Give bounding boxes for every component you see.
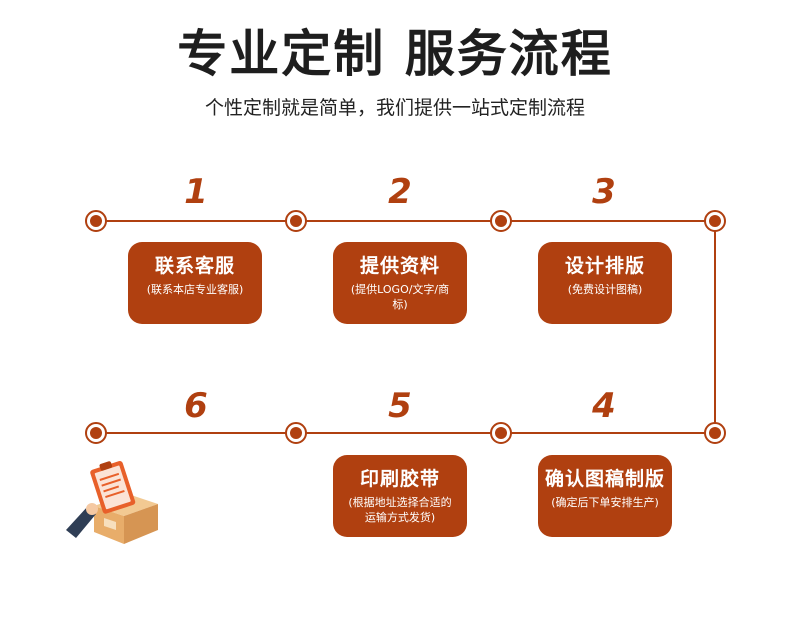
step-number-5: 5	[388, 386, 412, 426]
step-number-3: 3	[592, 172, 616, 212]
flow-node	[704, 422, 726, 444]
page-title: 专业定制 服务流程	[177, 25, 613, 83]
step-title: 确认图稿制版	[544, 468, 665, 490]
flow-node	[85, 210, 107, 232]
flow-node	[490, 210, 512, 232]
flow-node	[490, 422, 512, 444]
step-title: 印刷胶带	[359, 468, 440, 490]
flow-node	[85, 422, 107, 444]
step-number-2: 2	[388, 172, 412, 212]
step-card-5: 印刷胶带 (根据地址选择合适的运输方式发货)	[333, 455, 467, 537]
step-card-4: 确认图稿制版 (确定后下单安排生产)	[538, 455, 672, 537]
step-desc: (确定后下单安排生产)	[551, 496, 659, 509]
step-title: 联系客服	[154, 255, 235, 277]
clipboard-box-icon	[66, 461, 158, 544]
step-desc: (免费设计图稿)	[567, 283, 643, 296]
step-desc: (联系本店专业客服)	[146, 283, 244, 296]
step-card-3: 设计排版 (免费设计图稿)	[538, 242, 672, 324]
step-title: 提供资料	[359, 255, 440, 277]
step-number-1: 1	[184, 172, 208, 212]
flow-node	[704, 210, 726, 232]
step-card-1: 联系客服 (联系本店专业客服)	[128, 242, 262, 324]
step-title: 设计排版	[564, 255, 645, 277]
step-number-6: 6	[184, 386, 208, 426]
step-desc: (提供LOGO/文字/商标)	[350, 283, 450, 311]
step-desc: (根据地址选择合适的运输方式发货)	[348, 496, 452, 524]
page-subtitle: 个性定制就是简单，我们提供一站式定制流程	[204, 97, 585, 119]
step-card-2: 提供资料 (提供LOGO/文字/商标)	[333, 242, 467, 324]
flow-node	[285, 422, 307, 444]
step-number-4: 4	[592, 386, 616, 426]
flow-node	[285, 210, 307, 232]
